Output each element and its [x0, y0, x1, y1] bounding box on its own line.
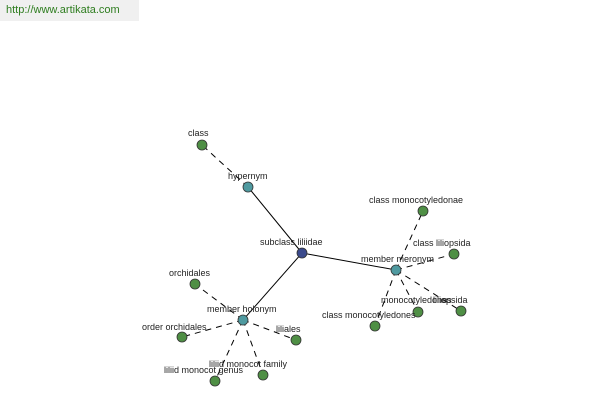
node-label-holonym[interactable]: member holonym — [207, 304, 277, 314]
graph-edges — [181, 144, 462, 382]
node-label-class[interactable]: class — [188, 128, 209, 138]
node-orchidales[interactable] — [189, 278, 201, 290]
node-label-classmonocotyledones[interactable]: class monocotyledones — [322, 310, 416, 320]
node-holonym[interactable] — [237, 314, 249, 326]
node-label-monocotyledonae[interactable]: class monocotyledonae — [369, 195, 463, 205]
node-classmonocotyledones[interactable] — [369, 320, 381, 332]
node-class[interactable] — [196, 139, 208, 151]
graph-labels: subclass liliidae hypernym class member mer… — [142, 128, 471, 375]
node-hypernym[interactable] — [242, 181, 254, 193]
node-label-liliales[interactable]: liliales — [276, 324, 301, 334]
node-monocotgenus[interactable] — [209, 375, 221, 387]
node-label-hypernym[interactable]: hypernym — [228, 171, 268, 181]
node-label-liliopsida[interactable]: class liliopsida — [413, 238, 471, 248]
edge-center-holonym — [242, 252, 303, 321]
graph-nodes — [176, 139, 467, 387]
node-label-monocotfamily[interactable]: liliid monocot family — [209, 359, 288, 369]
edge-meronym-liliopsida2 — [395, 269, 462, 312]
node-label-monocotyledones[interactable]: monocotyledones — [381, 295, 452, 305]
site-url-link[interactable]: http://www.artikata.com — [6, 4, 120, 16]
edge-holonym-monocotfamily — [242, 319, 264, 376]
edge-holonym-orchidales — [194, 283, 244, 321]
node-liliopsida2[interactable] — [455, 305, 467, 317]
node-label-orderorchidales[interactable]: order orchidales — [142, 322, 207, 332]
edge-meronym-monocotyledones — [395, 269, 419, 313]
node-label-center[interactable]: subclass liliidae — [260, 237, 323, 247]
node-meronym[interactable] — [390, 264, 402, 276]
node-label-meronym[interactable]: member meronym — [361, 254, 434, 264]
edge-holonym-monocotgenus — [214, 319, 244, 382]
node-orderorchidales[interactable] — [176, 331, 188, 343]
edge-center-meronym — [301, 252, 397, 271]
node-monocotyledonae[interactable] — [417, 205, 429, 217]
node-center[interactable] — [296, 247, 308, 259]
node-label-monocotgenus[interactable]: liliid monocot genus — [164, 365, 244, 375]
edge-meronym-classmonocotyledones — [374, 269, 397, 327]
node-label-liliopsida2[interactable]: liliopsida — [433, 295, 468, 305]
url-bar: http://www.artikata.com — [0, 0, 139, 21]
node-monocotfamily[interactable] — [257, 369, 269, 381]
node-liliopsida[interactable] — [448, 248, 460, 260]
node-monocotyledones[interactable] — [412, 306, 424, 318]
node-liliales[interactable] — [290, 334, 302, 346]
edge-holonym-liliales — [242, 319, 297, 341]
node-label-orchidales[interactable]: orchidales — [169, 268, 211, 278]
edge-center-hypernym — [247, 186, 303, 254]
